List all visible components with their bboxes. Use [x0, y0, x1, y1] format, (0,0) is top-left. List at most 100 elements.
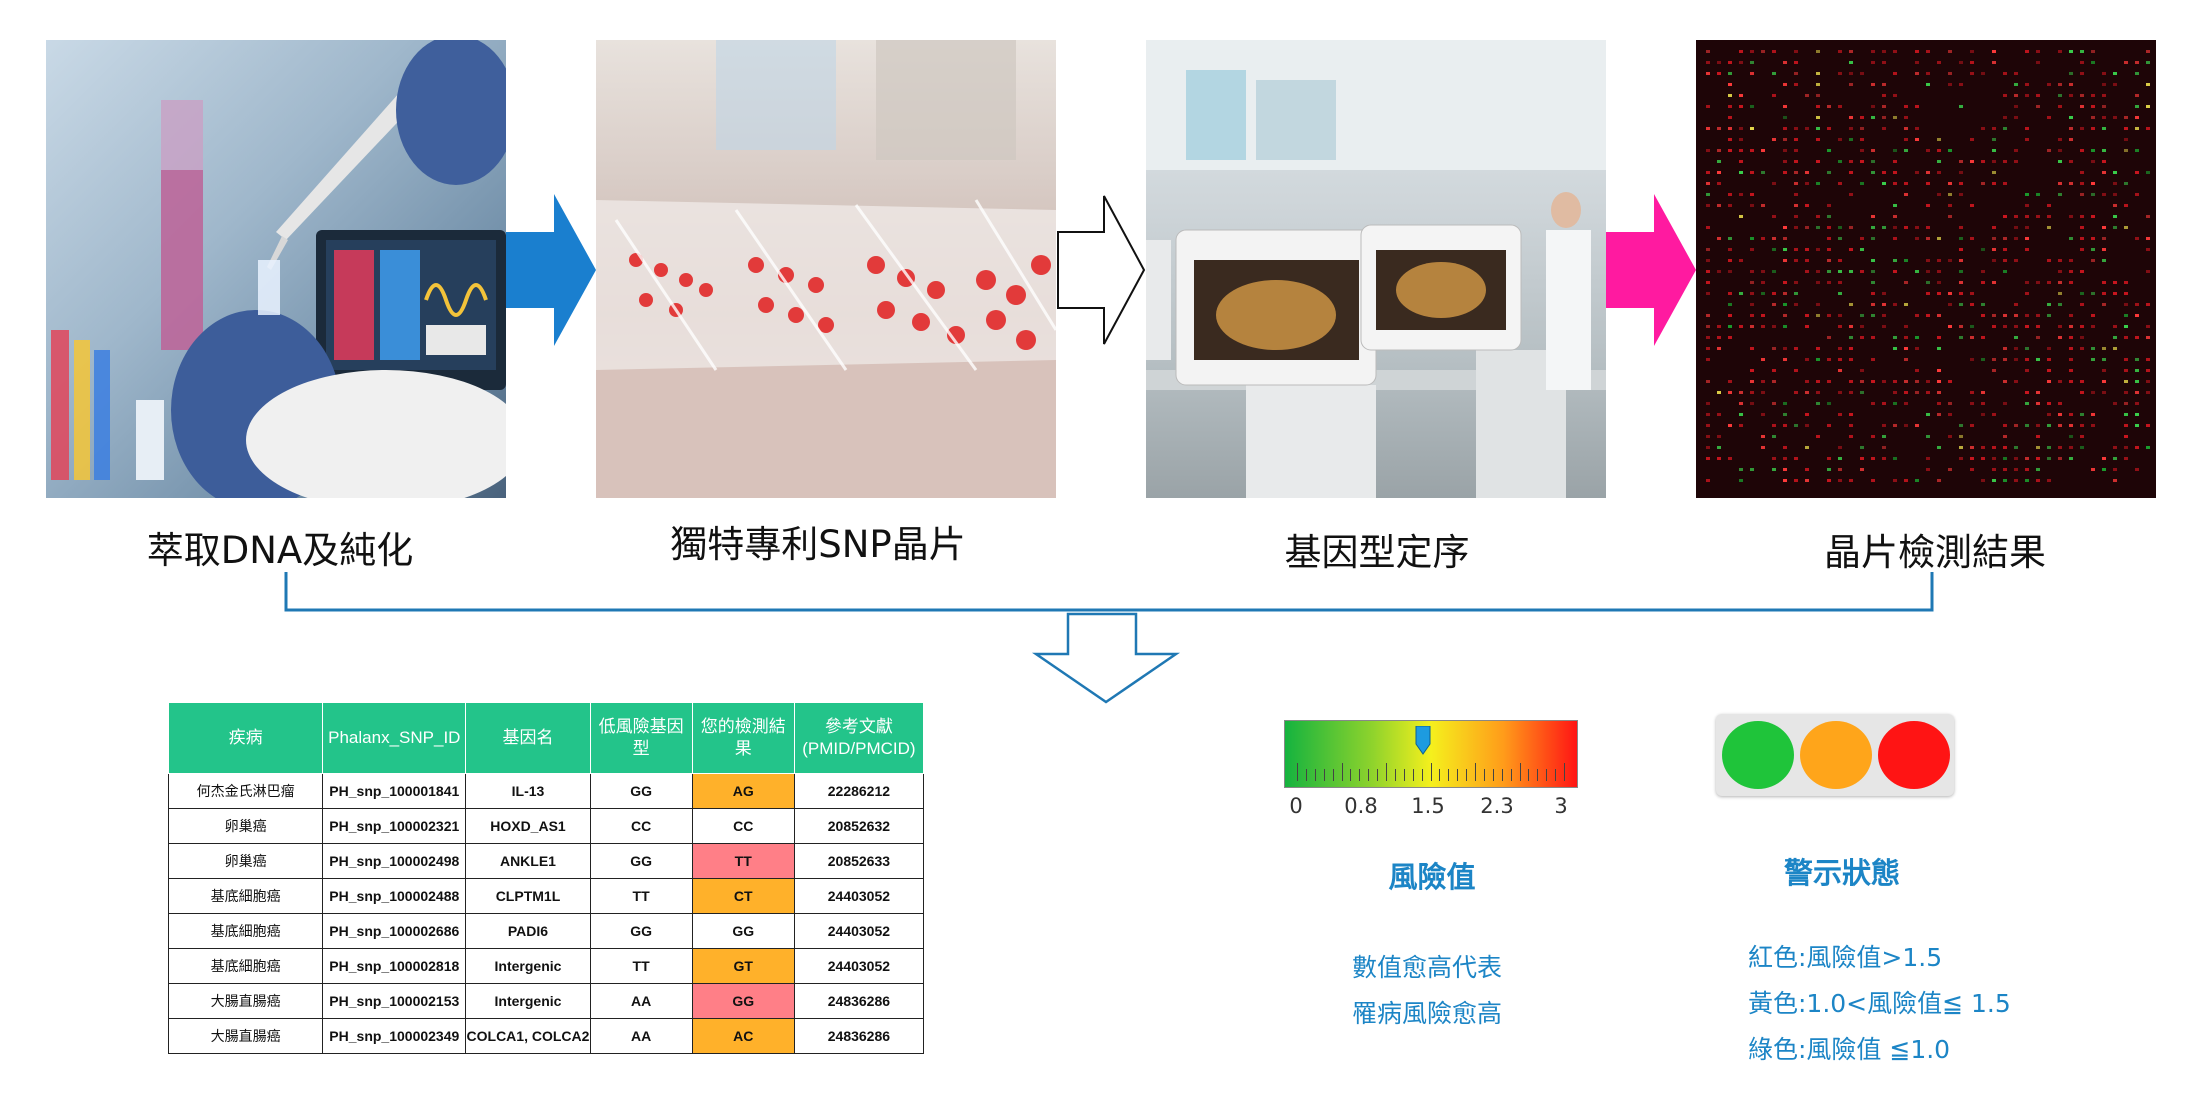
cell-gene: PADI6: [465, 913, 591, 949]
green-light-icon: [1722, 721, 1794, 789]
scale-label-1-5: 1.5: [1411, 794, 1445, 818]
risk-scale-tick: [1483, 769, 1485, 781]
cell-reference: 22286212: [793, 773, 925, 809]
risk-scale-tick: [1412, 769, 1414, 781]
cell-disease: 何杰金氏淋巴瘤: [167, 773, 324, 809]
risk-scale-tick: [1341, 763, 1343, 781]
col-header-result: 您的檢測結果: [691, 702, 795, 774]
risk-desc-line-1: 數值愈高代表: [1352, 953, 1503, 982]
genotyping-lab-photo: [1146, 40, 1606, 498]
orange-light-icon: [1800, 721, 1872, 789]
risk-scale-tick: [1501, 769, 1503, 781]
cell-snp-id: PH_snp_100002686: [322, 913, 467, 949]
col-header-low-risk: 低風險基因型: [589, 702, 693, 774]
cell-reference: 24403052: [793, 878, 925, 914]
red-light-icon: [1878, 721, 1950, 789]
cell-result: AG: [691, 773, 795, 809]
alert-rule-red: 紅色:風險值>1.5: [1748, 943, 1943, 972]
risk-value-title: 風險值: [1388, 860, 1476, 894]
arrow-right-outline-icon: [1057, 195, 1146, 345]
arrow-right-blue-icon: [506, 194, 596, 346]
cell-low-risk: CC: [589, 808, 693, 844]
risk-scale-tick: [1394, 769, 1396, 781]
cell-gene: HOXD_AS1: [465, 808, 591, 844]
cell-result: GT: [691, 948, 795, 984]
risk-scale-tick: [1537, 769, 1539, 781]
cell-snp-id: PH_snp_100002153: [322, 983, 467, 1019]
cell-disease: 卵巢癌: [167, 808, 324, 844]
scale-label-2-3: 2.3: [1480, 794, 1514, 818]
risk-scale-tick: [1492, 769, 1494, 781]
cell-result: TT: [691, 843, 795, 879]
risk-scale-tick: [1555, 769, 1557, 781]
cell-gene: ANKLE1: [465, 843, 591, 879]
cell-reference: 24403052: [793, 948, 925, 984]
risk-scale-tick: [1564, 763, 1565, 781]
cell-disease: 基底細胞癌: [167, 878, 324, 914]
cell-low-risk: GG: [589, 773, 693, 809]
risk-scale-tick: [1466, 769, 1468, 781]
risk-scale-tick: [1323, 769, 1325, 781]
cell-snp-id: PH_snp_100002321: [322, 808, 467, 844]
microarray-result-photo: [1696, 40, 2156, 498]
risk-scale-tick: [1359, 769, 1361, 781]
cell-disease: 大腸直腸癌: [167, 1018, 324, 1054]
step-4-caption: 晶片檢測結果: [1824, 531, 2046, 574]
alert-status-title: 警示狀態: [1783, 856, 1901, 890]
cell-snp-id: PH_snp_100002349: [322, 1018, 467, 1054]
col-header-reference: 參考文獻 (PMID/PMCID): [793, 702, 925, 774]
cell-result: AC: [691, 1018, 795, 1054]
cell-disease: 基底細胞癌: [167, 913, 324, 949]
table-header-row: 疾病 Phalanx_SNP_ID 基因名 低風險基因型 您的檢測結果 參考文獻…: [167, 702, 925, 774]
cell-gene: CLPTM1L: [465, 878, 591, 914]
risk-scale-tick: [1439, 769, 1441, 781]
scale-label-0-8: 0.8: [1344, 794, 1378, 818]
alert-rule-green: 綠色:風險值 ≦1.0: [1748, 1035, 1951, 1064]
cell-snp-id: PH_snp_100002818: [322, 948, 467, 984]
col-header-gene: 基因名: [465, 702, 591, 774]
scale-label-0: 0: [1289, 794, 1303, 818]
dna-extraction-photo: [46, 40, 506, 498]
cell-reference: 20852632: [793, 808, 925, 844]
cell-result: CT: [691, 878, 795, 914]
cell-snp-id: PH_snp_100002488: [322, 878, 467, 914]
risk-gradient-bar: [1284, 720, 1578, 788]
cell-reference: 24836286: [793, 1018, 925, 1054]
step-2-caption: 獨特專利SNP晶片: [670, 523, 966, 566]
cell-reference: 24836286: [793, 983, 925, 1019]
risk-scale-tick: [1314, 769, 1316, 781]
cell-snp-id: PH_snp_100001841: [322, 773, 467, 809]
risk-scale-tick: [1421, 769, 1423, 781]
risk-scale-tick: [1546, 769, 1548, 781]
alert-traffic-light: [1716, 714, 1954, 796]
risk-scale-tick: [1448, 769, 1450, 781]
risk-scale-tick: [1519, 763, 1521, 781]
cell-low-risk: TT: [589, 948, 693, 984]
cell-gene: Intergenic: [465, 983, 591, 1019]
risk-scale-tick: [1305, 769, 1307, 781]
cell-reference: 20852633: [793, 843, 925, 879]
arrow-down-outline-icon: [1031, 612, 1181, 704]
cell-result: CC: [691, 808, 795, 844]
alert-rule-yellow: 黃色:1.0<風險值≦ 1.5: [1748, 989, 2011, 1018]
risk-scale-tick: [1332, 769, 1334, 781]
risk-scale-tick: [1377, 769, 1379, 781]
step-3-caption: 基因型定序: [1284, 531, 1470, 574]
risk-scale-tick: [1457, 769, 1459, 781]
cell-low-risk: AA: [589, 1018, 693, 1054]
cell-result: GG: [691, 913, 795, 949]
risk-scale-tick: [1368, 769, 1370, 781]
snp-chip-photo: [596, 40, 1056, 498]
bracket-connector: [284, 572, 1934, 704]
cell-low-risk: GG: [589, 913, 693, 949]
risk-scale-tick: [1475, 763, 1476, 781]
risk-scale-tick: [1510, 769, 1512, 781]
snp-result-table: 疾病 Phalanx_SNP_ID 基因名 低風險基因型 您的檢測結果 參考文獻…: [167, 702, 925, 1054]
